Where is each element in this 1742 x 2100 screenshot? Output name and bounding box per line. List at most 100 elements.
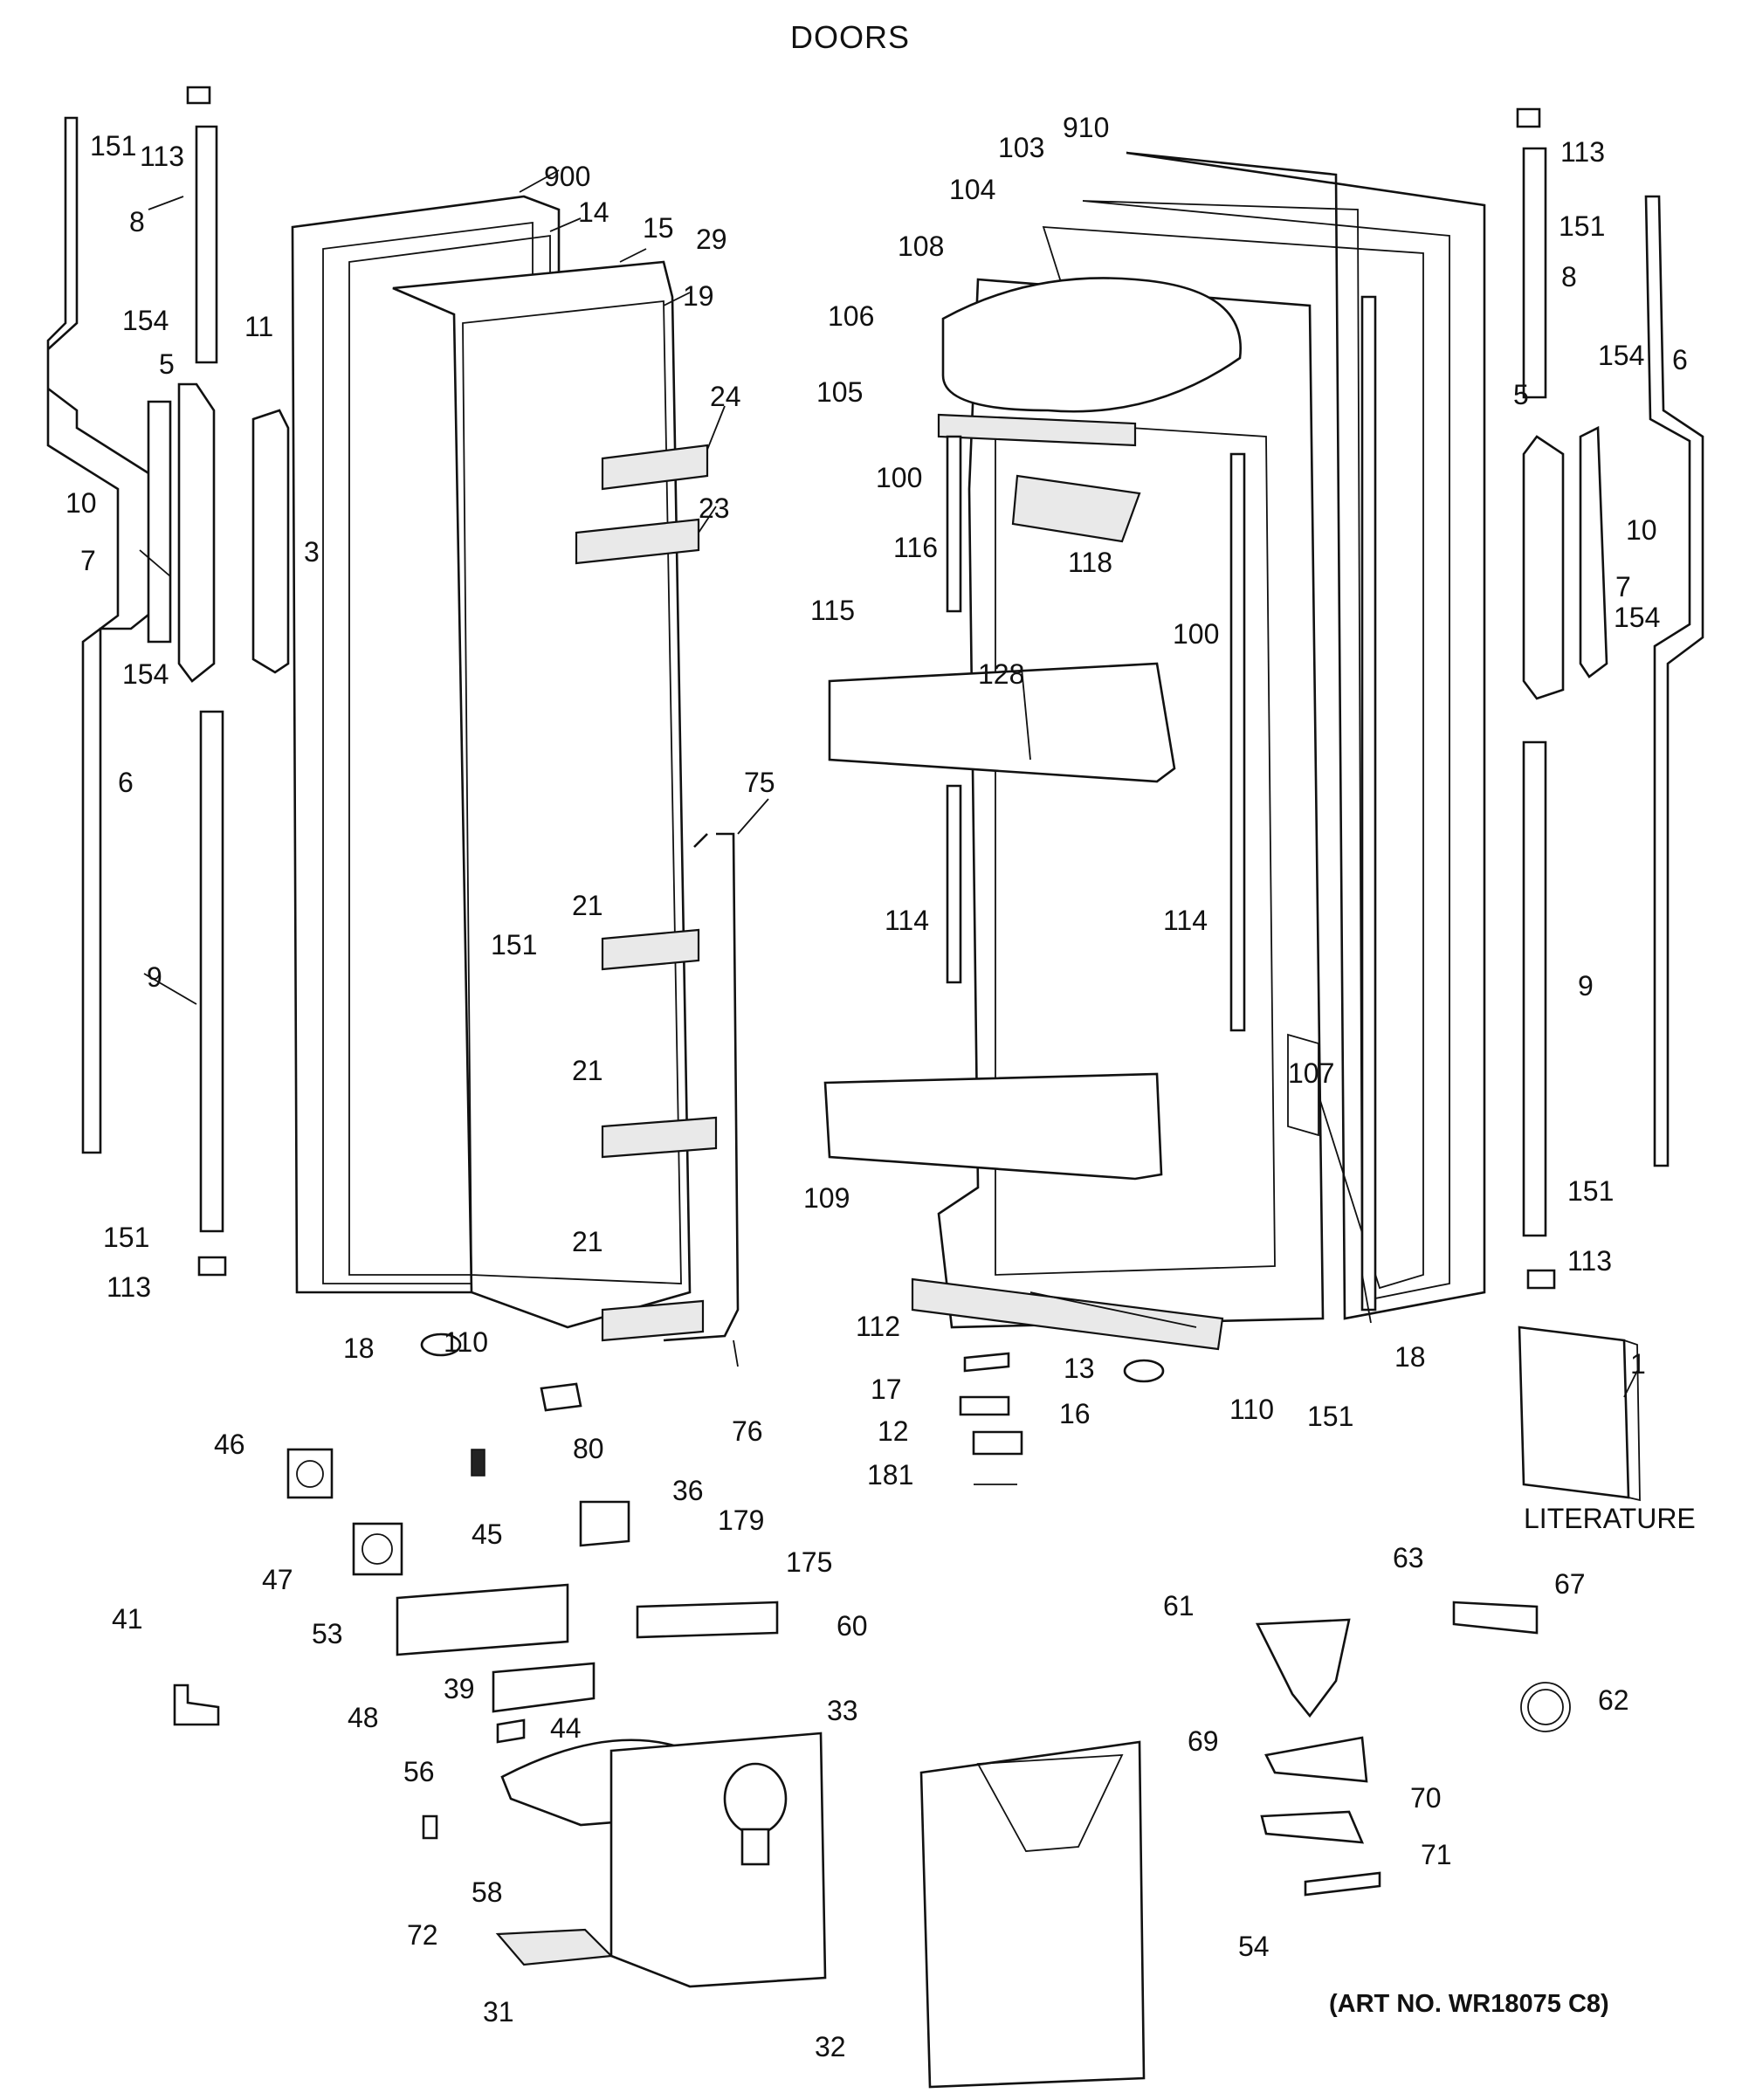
part-label: 76 [732, 1415, 763, 1447]
part-label: 17 [871, 1374, 902, 1405]
part-label: 109 [803, 1182, 850, 1214]
part-label: 8 [1561, 261, 1577, 293]
part-label: 5 [159, 348, 175, 380]
part-label: 7 [80, 545, 96, 576]
part-label: 151 [103, 1222, 149, 1253]
part-label: 23 [699, 492, 730, 524]
part-label: 7 [1615, 571, 1631, 602]
part-label: 5 [1513, 379, 1529, 410]
part-label: 71 [1421, 1839, 1452, 1870]
part-label: 45 [472, 1518, 503, 1550]
part-label: 154 [1614, 602, 1660, 633]
diagram-title: DOORS [790, 19, 910, 55]
part-label: 910 [1063, 112, 1109, 143]
part-label: 62 [1598, 1684, 1629, 1716]
part-label: 19 [683, 280, 714, 312]
part-labels: 1 3 5 5 6 6 7 7 8 8 9 9 10 10 11 12 13 1… [65, 112, 1688, 2062]
part-label: 103 [998, 132, 1044, 163]
part-label: 8 [129, 206, 145, 238]
part-label: 151 [90, 130, 136, 162]
part-label: 32 [815, 2031, 846, 2062]
left-door-liner [392, 260, 718, 1342]
part-label: 80 [573, 1433, 604, 1464]
part-label: 113 [107, 1271, 151, 1303]
part-label: 21 [572, 1226, 603, 1257]
part-label: 181 [867, 1459, 913, 1491]
part-label: 114 [885, 905, 929, 936]
part-label: 900 [544, 161, 590, 192]
literature-booklet [1518, 1325, 1641, 1502]
part-label: 179 [718, 1504, 764, 1536]
part-label: 114 [1163, 905, 1208, 936]
part-label: 14 [578, 196, 609, 228]
part-label: 21 [572, 1055, 603, 1086]
part-label: 61 [1163, 1590, 1195, 1621]
part-label: 44 [550, 1712, 582, 1744]
part-label: 75 [744, 767, 775, 798]
part-label: 48 [348, 1702, 379, 1733]
part-label: 151 [1567, 1175, 1614, 1207]
part-label: 151 [491, 929, 537, 960]
part-label: 113 [1567, 1245, 1612, 1277]
right-door-handle-parts [1516, 107, 1704, 1290]
part-label: 112 [856, 1311, 900, 1342]
part-label: 72 [407, 1919, 438, 1951]
part-label: 104 [949, 174, 995, 205]
part-label: 115 [810, 595, 855, 626]
part-label: 6 [118, 767, 134, 798]
part-label: 15 [643, 212, 674, 244]
part-label: 56 [403, 1756, 435, 1787]
part-label: 60 [837, 1610, 868, 1642]
right-door-rails [946, 295, 1377, 1312]
part-label: 154 [122, 658, 169, 690]
part-label: 36 [672, 1475, 704, 1506]
part-label: 128 [978, 658, 1024, 690]
part-label: 113 [1560, 136, 1605, 168]
part-label: 21 [572, 890, 603, 921]
part-label: 9 [1578, 970, 1594, 1002]
left-door-handle-parts [147, 86, 290, 1277]
part-label: 154 [122, 305, 169, 336]
part-label: 63 [1393, 1542, 1424, 1573]
part-label: 107 [1288, 1057, 1334, 1089]
dispenser-components [173, 1332, 1571, 2089]
part-label: 54 [1238, 1931, 1270, 1962]
part-label: 39 [444, 1673, 475, 1704]
part-label: 11 [244, 311, 273, 342]
part-label: 113 [140, 141, 184, 172]
part-label: 70 [1410, 1782, 1442, 1814]
part-label: 151 [1559, 210, 1605, 242]
part-label: 10 [1626, 514, 1657, 546]
part-label: 13 [1064, 1353, 1095, 1384]
part-label: 33 [827, 1695, 858, 1726]
left-door-tube [663, 832, 740, 1342]
left-door-gasket-strip [46, 116, 155, 1154]
part-label: 116 [893, 532, 938, 563]
part-label: 154 [1598, 340, 1644, 371]
part-label: 18 [1394, 1341, 1426, 1373]
part-label: 118 [1068, 547, 1112, 578]
part-label: 41 [112, 1603, 143, 1635]
part-label: 3 [304, 536, 320, 568]
part-label: 105 [816, 376, 863, 408]
part-label: 108 [898, 231, 944, 262]
part-label: 100 [1173, 618, 1219, 650]
part-label: 18 [343, 1332, 375, 1364]
part-label: 151 [1307, 1401, 1353, 1432]
part-label: 67 [1554, 1568, 1586, 1600]
part-label: 1 [1630, 1348, 1646, 1380]
part-label: 47 [262, 1564, 293, 1595]
part-label: 16 [1059, 1398, 1091, 1429]
part-label: 110 [1229, 1394, 1274, 1425]
leader-lines [139, 169, 1638, 1485]
part-label: 69 [1188, 1725, 1219, 1757]
part-label: 175 [786, 1546, 832, 1578]
part-label: 100 [876, 462, 922, 493]
part-label: 58 [472, 1876, 503, 1908]
part-label: 24 [710, 381, 741, 412]
part-label: 53 [312, 1618, 343, 1649]
right-door-liner [823, 277, 1325, 1351]
part-label: 12 [878, 1415, 909, 1447]
